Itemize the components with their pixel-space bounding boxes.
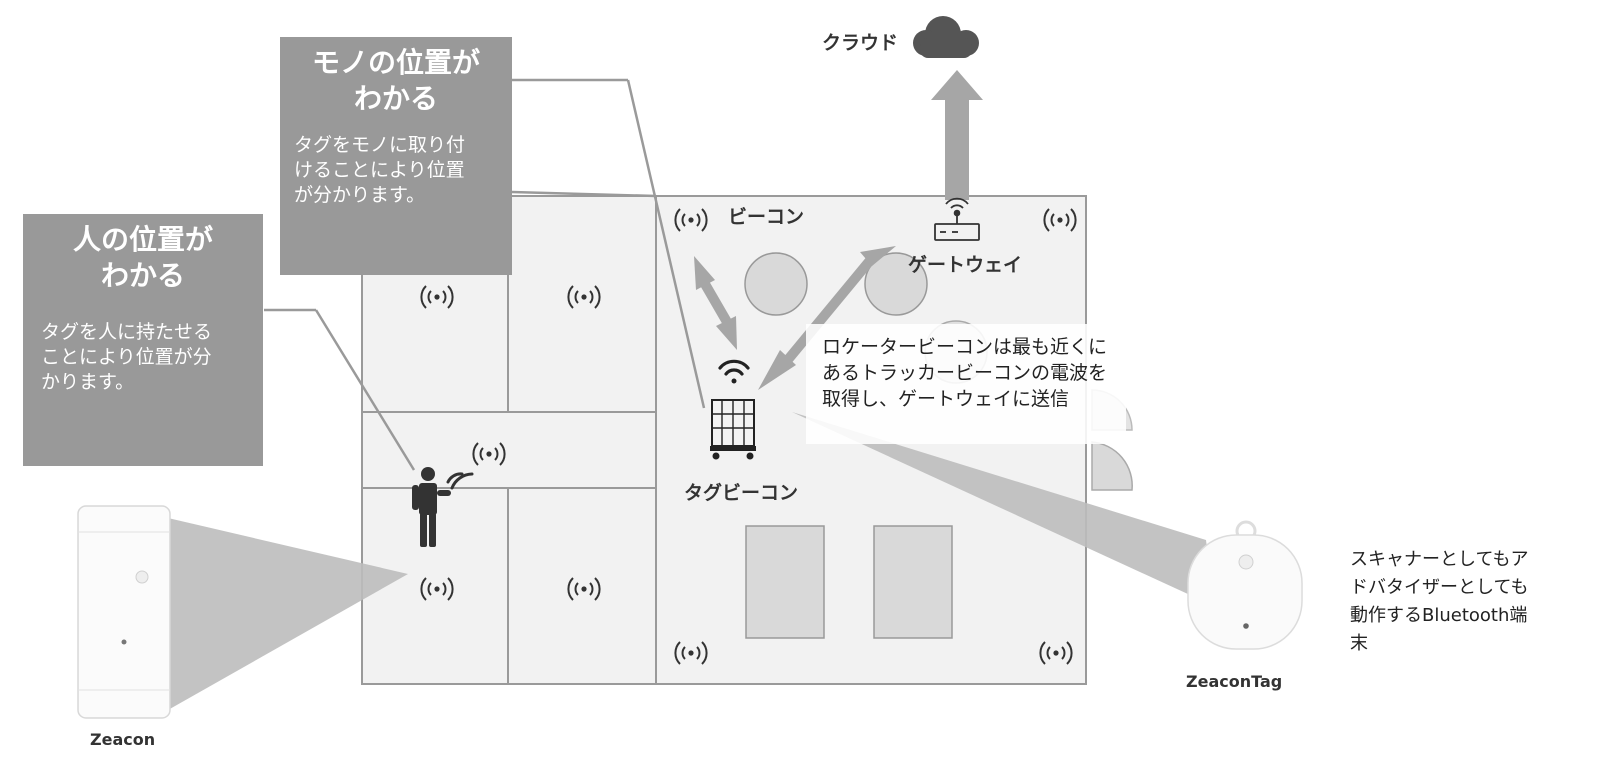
cloud-label: クラウド	[822, 32, 899, 54]
box-body: タグをモノに取り付 けることにより位置 が分かります。	[280, 133, 512, 208]
note-line: ロケータービーコンは最も近くに	[822, 336, 1108, 358]
box-title: 人の位置が わかる	[23, 222, 263, 294]
people-location-box: 人の位置が わかる タグを人に持たせる ことにより位置が分 かります。	[23, 214, 263, 466]
note-line: 取得し、ゲートウェイに送信	[822, 388, 1070, 410]
beacon-label: ビーコン	[728, 206, 805, 228]
wifi-icon	[718, 359, 750, 384]
zeacontag-label: ZeaconTag	[1186, 672, 1283, 691]
double-arrow	[694, 256, 737, 350]
box-title: モノの位置が わかる	[280, 45, 512, 117]
note-line: 動作するBluetooth端	[1350, 605, 1528, 626]
note-line: 末	[1350, 633, 1368, 654]
note-line: スキャナーとしてもア	[1350, 549, 1529, 570]
person-icon	[412, 467, 451, 547]
device-note: スキャナーとしてもア ドバタイザーとしても 動作するBluetooth端 末	[1350, 546, 1529, 658]
box-body-line: けることにより位置	[294, 159, 465, 181]
box-body-line: タグをモノに取り付	[294, 134, 466, 156]
leader-lines	[264, 78, 706, 471]
box-body: タグを人に持たせる ことにより位置が分 かります。	[23, 320, 263, 395]
cart-icon	[710, 399, 756, 460]
locator-note: ロケータービーコンは最も近くに あるトラッカービーコンの電波を 取得し、ゲートウ…	[806, 324, 1126, 444]
objects-location-box: モノの位置が わかる タグをモノに取り付 けることにより位置 が分かります。	[280, 37, 512, 275]
box-body-line: かります。	[41, 371, 135, 393]
tag-beacon-label: タグビーコン	[684, 482, 799, 504]
router-icon	[934, 197, 980, 241]
box-title-line: わかる	[100, 259, 185, 292]
cloud-icon	[913, 16, 979, 58]
box-title-line: わかる	[353, 82, 438, 115]
box-body-line: が分かります。	[294, 184, 426, 206]
zeacontag-device	[1187, 520, 1303, 650]
zeacon-device	[77, 505, 171, 719]
wifi-icon	[446, 472, 474, 490]
box-title-line: モノの位置が	[311, 46, 480, 79]
gateway-arrow	[758, 246, 896, 390]
zeacon-label: Zeacon	[90, 730, 156, 749]
zeacon-beam	[168, 518, 408, 710]
note-line: ドバタイザーとしても	[1350, 577, 1529, 598]
box-title-line: 人の位置が	[72, 223, 213, 256]
note-line: あるトラッカービーコンの電波を	[822, 362, 1108, 384]
gateway-label: ゲートウェイ	[908, 254, 1023, 276]
zeacontag-beam	[792, 412, 1214, 606]
box-body-line: ことにより位置が分	[41, 346, 212, 368]
upload-arrow	[931, 70, 983, 200]
box-body-line: タグを人に持たせる	[41, 321, 213, 343]
